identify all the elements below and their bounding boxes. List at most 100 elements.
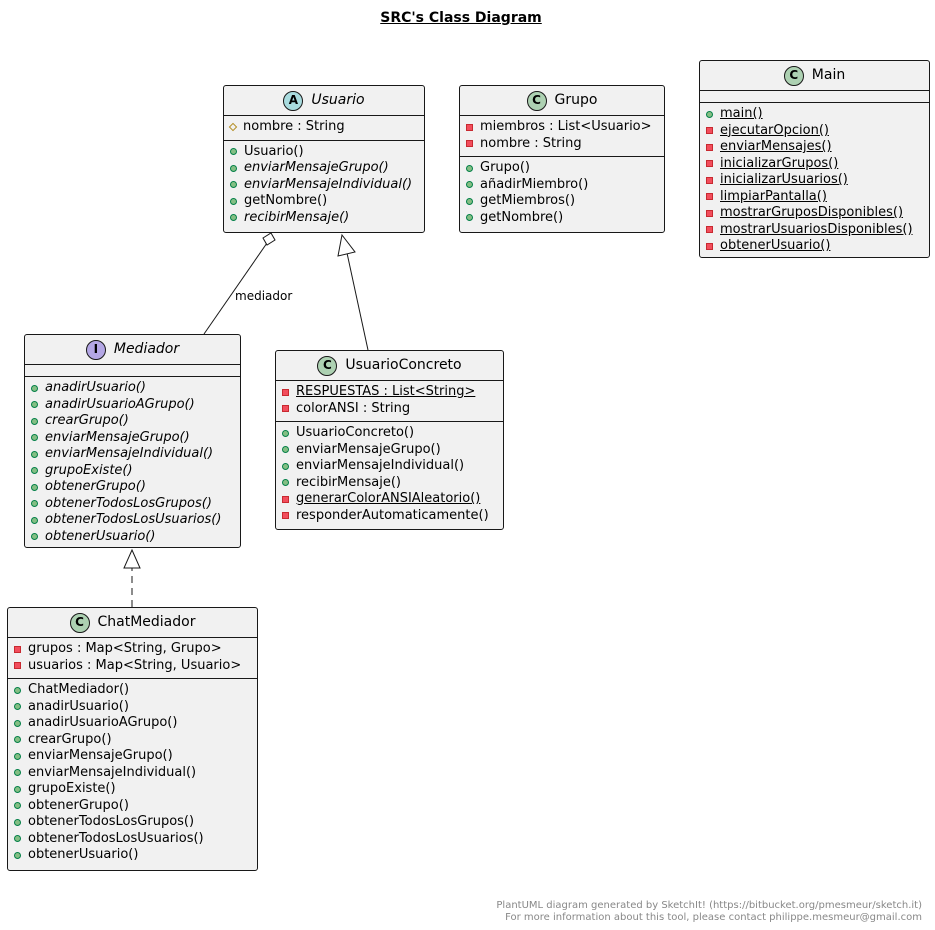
member-text: obtenerUsuario()	[720, 238, 831, 253]
public-visibility-icon	[466, 214, 473, 222]
private-visibility-icon	[14, 645, 21, 653]
generalization-edge-usuarioconcreto	[337, 233, 369, 351]
attributes-section: miembros : List<Usuario>nombre : String	[460, 115, 664, 156]
public-visibility-icon	[706, 110, 713, 118]
method-row: UsuarioConcreto()	[282, 425, 497, 442]
public-visibility-icon	[31, 500, 38, 508]
private-visibility-icon	[282, 495, 289, 503]
method-row: obtenerTodosLosGrupos()	[14, 814, 251, 831]
method-row: responderAutomaticamente()	[282, 508, 497, 525]
public-visibility-icon	[14, 851, 21, 859]
class-name: Mediador	[113, 341, 180, 358]
method-row: grupoExiste()	[14, 781, 251, 798]
public-visibility-icon	[14, 802, 21, 810]
method-row: crearGrupo()	[31, 413, 234, 430]
method-row: crearGrupo()	[14, 732, 251, 749]
member-text: enviarMensajeGrupo()	[296, 441, 441, 457]
member-text: inicializarGrupos()	[720, 155, 839, 171]
method-row: ChatMediador()	[14, 682, 251, 699]
member-text: ejecutarOpcion()	[720, 122, 829, 138]
class-stereotype-icon: C	[317, 355, 338, 376]
class-stereotype-icon: C	[69, 612, 90, 633]
public-visibility-icon	[282, 429, 289, 437]
private-visibility-icon	[282, 512, 289, 520]
public-visibility-icon	[31, 434, 38, 442]
member-text: anadirUsuario()	[28, 698, 129, 714]
class-name: Usuario	[311, 92, 365, 109]
class-stereotype-icon: I	[85, 339, 106, 360]
methods-section: Grupo() añadirMiembro()getMiembros()getNo…	[460, 156, 664, 230]
method-row: recibirMensaje()	[282, 475, 497, 492]
public-visibility-icon	[14, 769, 21, 777]
member-text: crearGrupo()	[28, 731, 112, 747]
realization-edge-chatmediador	[123, 548, 141, 607]
method-row: obtenerUsuario()	[31, 529, 234, 546]
method-row: enviarMensajes()	[706, 139, 923, 156]
public-visibility-icon	[31, 417, 38, 425]
diagram-title: SRC's Class Diagram	[380, 10, 542, 26]
attributes-section	[25, 364, 240, 376]
method-row: enviarMensajeGrupo()	[14, 748, 251, 765]
method-row: inicializarUsuarios()	[706, 172, 923, 189]
member-text: usuarios : Map<String, Usuario>	[28, 657, 242, 673]
private-visibility-icon	[706, 127, 713, 135]
member-text: anadirUsuarioAGrupo()	[45, 396, 195, 412]
public-visibility-icon	[14, 719, 21, 727]
method-row: Grupo()	[466, 160, 658, 177]
class-mediador[interactable]: I Mediador anadirUsuario()anadirUsuarioAGr…	[24, 334, 241, 548]
member-text: obtenerGrupo()	[28, 797, 129, 813]
private-visibility-icon	[706, 176, 713, 184]
private-visibility-icon	[282, 388, 289, 396]
private-visibility-icon	[706, 143, 713, 151]
private-visibility-icon	[466, 140, 473, 148]
public-visibility-icon	[282, 446, 289, 454]
public-visibility-icon	[230, 164, 237, 172]
member-text: grupoExiste()	[45, 462, 133, 478]
member-text: nombre : String	[480, 135, 582, 151]
method-row: limpiarPantalla()	[706, 189, 923, 206]
attributes-section: nombre : String	[224, 115, 424, 140]
private-visibility-icon	[466, 123, 473, 131]
class-name: Grupo	[554, 92, 598, 109]
member-text: mostrarUsuariosDisponibles()	[720, 221, 913, 237]
public-visibility-icon	[31, 384, 38, 392]
member-text: RESPUESTAS : List<String>	[296, 384, 476, 399]
member-text: obtenerTodosLosGrupos()	[28, 814, 195, 829]
attribute-row: colorANSI : String	[282, 401, 497, 418]
public-visibility-icon	[14, 686, 21, 694]
member-text: enviarMensajeGrupo()	[45, 429, 190, 445]
methods-section: UsuarioConcreto()enviarMensajeGrupo()env…	[276, 421, 503, 528]
method-row: enviarMensajeIndividual()	[31, 446, 234, 463]
method-row: getMiembros()	[466, 193, 658, 210]
member-text: nombre : String	[243, 119, 345, 134]
member-text: crearGrupo()	[45, 413, 129, 428]
member-text: anadirUsuario()	[45, 380, 146, 395]
attribute-row: nombre : String	[466, 136, 658, 153]
member-text: enviarMensajes()	[720, 139, 832, 154]
member-text: inicializarUsuarios()	[720, 172, 848, 187]
method-row: getNombre()	[466, 210, 658, 227]
class-name: UsuarioConcreto	[345, 357, 462, 374]
attributes-section	[700, 90, 929, 102]
method-row: añadirMiembro()	[466, 177, 658, 194]
method-row: enviarMensajeGrupo()	[230, 160, 418, 177]
attributes-section: RESPUESTAS : List<String> colorANSI : Str…	[276, 380, 503, 421]
public-visibility-icon	[230, 181, 237, 189]
private-visibility-icon	[706, 160, 713, 168]
public-visibility-icon	[466, 181, 473, 189]
public-visibility-icon	[31, 516, 38, 524]
member-text: enviarMensajeGrupo()	[28, 748, 173, 763]
method-row: main()	[706, 106, 923, 123]
member-text: Grupo()	[480, 160, 531, 175]
member-text: Usuario()	[244, 143, 304, 159]
footer-line-2: For more information about this tool, pl…	[505, 912, 922, 923]
